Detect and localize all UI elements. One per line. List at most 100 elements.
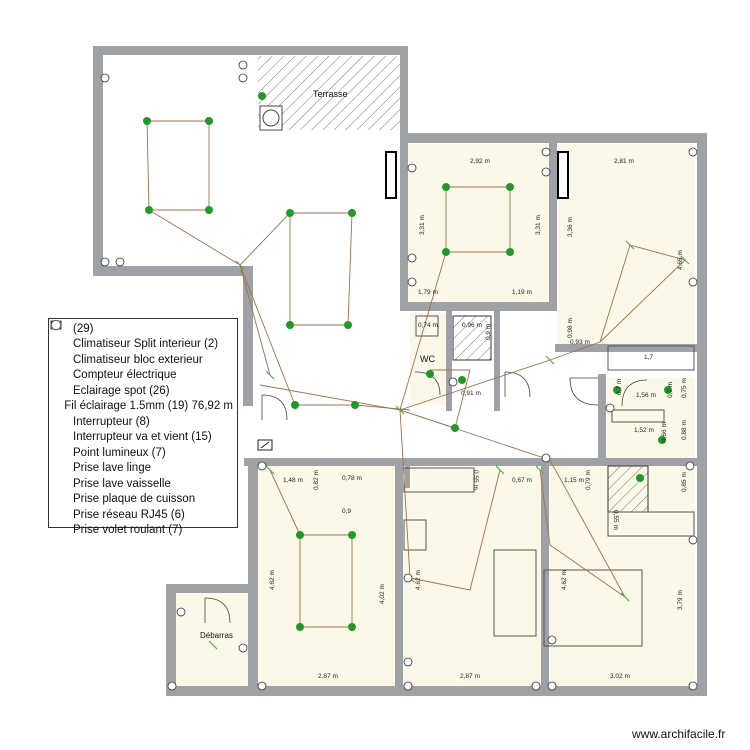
- split-ac-unit: [385, 151, 397, 199]
- legend-item: Prise lave vaisselle: [51, 320, 233, 492]
- wire: [399, 251, 447, 411]
- dimension-label: 0,74 m: [418, 322, 438, 329]
- socket-icon: [688, 147, 698, 157]
- dimension-label: 0,98 m: [567, 318, 574, 338]
- dimension-label: 1,19 m: [512, 289, 532, 296]
- spot-icon: [506, 183, 514, 191]
- dimension-label: 0,9: [342, 508, 351, 515]
- legend-item: (29): [51, 320, 233, 337]
- legend-item: Prise plaque de cuisson: [51, 320, 233, 508]
- dimension-label: 1,48 m: [283, 477, 303, 484]
- wall: [400, 133, 408, 303]
- door-arc: [504, 371, 531, 398]
- shower-area: [607, 465, 649, 513]
- counter: [611, 409, 665, 423]
- dimension-label: 0,75 m: [681, 378, 688, 398]
- dimension-label: 2,87 m: [318, 673, 338, 680]
- switch-icon: [208, 640, 218, 650]
- socket-icon: [685, 461, 695, 471]
- light-spots: [143, 92, 672, 631]
- wall: [166, 584, 176, 696]
- dimension-label: 0,55 m: [612, 510, 619, 530]
- socket-icon: [541, 147, 551, 157]
- wall: [244, 458, 707, 466]
- legend-item: Climatiseur bloc exterieur: [50, 320, 233, 368]
- spot-icon: [51, 320, 69, 397]
- floor-bedroom-top-right: [557, 144, 695, 344]
- legend-item: Compteur électrique: [50, 321, 233, 384]
- wardrobe: [607, 345, 695, 371]
- dimension-label: 0,67 m: [512, 477, 532, 484]
- socket-icon: [547, 681, 557, 691]
- dimension-label: 4,02 m: [379, 584, 386, 604]
- switch-icon: [545, 355, 555, 365]
- shower-area: [452, 315, 492, 361]
- switch-icon: [235, 260, 245, 270]
- floor-closet-right: [607, 378, 695, 458]
- dimension-label: 0,96 m: [462, 322, 482, 329]
- switch-icon: [535, 465, 545, 475]
- legend-item-label: (29): [73, 322, 94, 335]
- legend-item-label: Interrupteur va et vient (15): [73, 431, 212, 444]
- dimension-label: 0,85 m: [681, 472, 688, 492]
- dimension-label: 1,56 m: [636, 392, 656, 399]
- wire: [289, 212, 353, 326]
- spot-icon: [291, 401, 299, 409]
- dimension-label: 0,91 m: [461, 390, 481, 397]
- dimension-label: 0,7 m: [667, 382, 674, 398]
- wardrobe: [607, 511, 695, 537]
- wall: [243, 266, 253, 406]
- floor-bedroom-bottom-left: [258, 466, 395, 686]
- wall: [400, 46, 408, 136]
- door-arc: [414, 371, 441, 396]
- spot-icon: [636, 474, 644, 482]
- wall: [166, 686, 707, 696]
- sockets: [100, 60, 698, 691]
- sink: [403, 519, 427, 551]
- wire: [269, 469, 301, 536]
- socket-icon: [51, 320, 69, 536]
- spot-icon: [296, 623, 304, 631]
- sofa: [493, 549, 537, 637]
- wire: [148, 209, 241, 266]
- spot-icon: [145, 206, 153, 214]
- dimension-label: 0,79 m: [585, 470, 592, 490]
- dimension-label: 2,87 m: [460, 673, 480, 680]
- socket-icon: [448, 377, 458, 387]
- dimension-label: 1,52 m: [634, 427, 654, 434]
- bed: [543, 569, 643, 647]
- switch-icon: [265, 370, 275, 380]
- wire: [430, 369, 471, 429]
- socket-icon: [238, 73, 248, 83]
- wire: [239, 264, 411, 411]
- spot-icon: [348, 623, 356, 631]
- spot-icon: [426, 370, 434, 378]
- wire: [259, 384, 626, 598]
- dimension-label: 3,79 m: [677, 590, 684, 610]
- spot-icon: [451, 424, 459, 432]
- dimension-label: 2,92 m: [470, 158, 490, 165]
- floor-bedroom-top-middle: [407, 144, 551, 302]
- switch-icon: [620, 592, 630, 602]
- socket-icon: [605, 403, 615, 413]
- floor-storage: [176, 593, 248, 686]
- socket-icon: [238, 643, 248, 653]
- spot-icon: [442, 248, 450, 256]
- legend-item: Fil éclairage 1.5mm (19) 76,92 m: [53, 399, 233, 415]
- dimension-label: 0,55 m: [472, 470, 479, 490]
- outdoor-ac-fan: [262, 109, 280, 127]
- socket-icon: [541, 167, 551, 177]
- spot-icon: [506, 248, 514, 256]
- spot-icon: [286, 209, 294, 217]
- outdoor-ac-icon: [50, 320, 69, 366]
- switch-icon: [625, 240, 635, 250]
- socket-icon: [51, 320, 69, 505]
- walls: [93, 46, 707, 696]
- socket-icon: [51, 320, 69, 474]
- wall: [405, 458, 410, 488]
- spot-icon: [351, 401, 359, 409]
- room-floors: [176, 144, 695, 686]
- wall: [555, 344, 697, 352]
- legend-item-label: Interrupteur (8): [73, 415, 150, 428]
- legend-item: Interrupteur (8): [51, 320, 233, 430]
